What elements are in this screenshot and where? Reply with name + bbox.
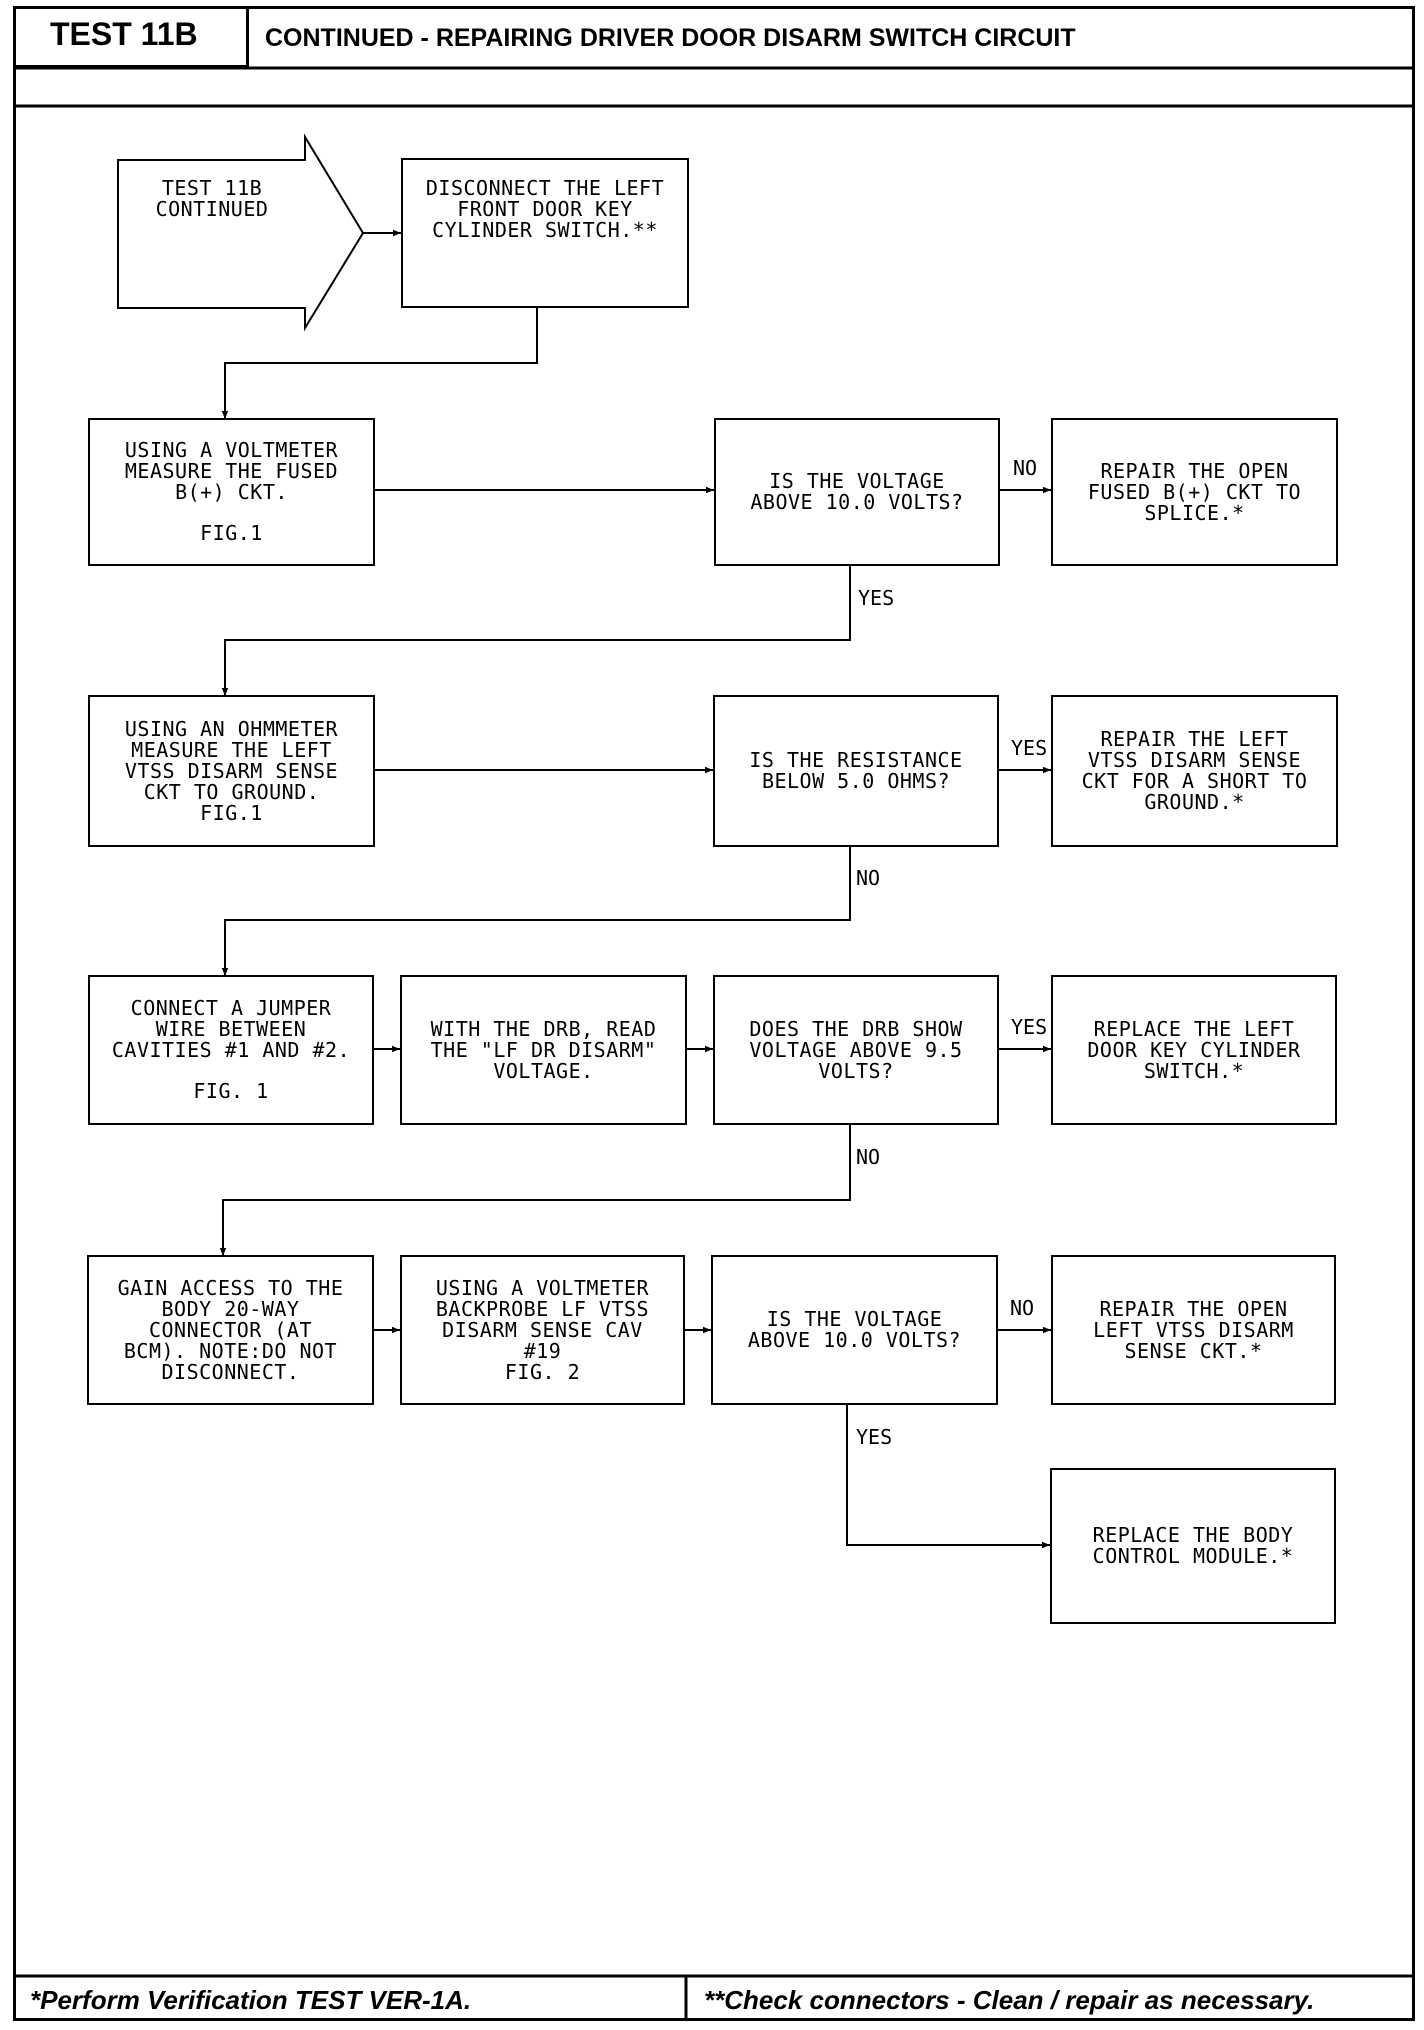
step-line: USING AN OHMMETER bbox=[124, 716, 339, 741]
step-line: WIRE BETWEEN bbox=[155, 1017, 307, 1041]
step-line: DOES THE DRB SHOW bbox=[749, 1016, 963, 1041]
step-replace-bcm: REPLACE THE BODY CONTROL MODULE.* bbox=[1050, 1468, 1336, 1624]
step-line: ABOVE 10.0 VOLTS? bbox=[750, 490, 964, 514]
label-yes: YES bbox=[1011, 736, 1048, 760]
step-line: MEASURE THE FUSED bbox=[124, 459, 339, 483]
test-id: TEST 11B bbox=[50, 16, 198, 52]
step-line: VTSS DISARM SENSE bbox=[1087, 748, 1302, 772]
step-line: #19 bbox=[523, 1338, 562, 1363]
step-measure-fused-ckt: USING A VOLTMETER MEASURE THE FUSED B(+)… bbox=[88, 418, 375, 566]
step-line: IS THE RESISTANCE bbox=[749, 748, 963, 772]
step-line: USING A VOLTMETER bbox=[435, 1275, 650, 1300]
step-line: DISCONNECT THE LEFT bbox=[425, 176, 665, 200]
step-line: B(+) CKT. bbox=[175, 480, 288, 504]
label-no: NO bbox=[856, 1145, 881, 1169]
step-line: USING A VOLTMETER bbox=[124, 438, 339, 462]
label-yes: YES bbox=[858, 586, 895, 610]
start-arrow: TEST 11B CONTINUED bbox=[120, 162, 304, 306]
step-line: SWITCH.* bbox=[1143, 1058, 1245, 1083]
step-line: VOLTAGE. bbox=[493, 1058, 594, 1083]
footer-connector-note: **Check connectors - Clean / repair as n… bbox=[704, 1985, 1315, 2015]
step-line: CAVITIES #1 AND #2. bbox=[111, 1038, 351, 1062]
step-line: GROUND.* bbox=[1144, 790, 1245, 814]
step-line: REPAIR THE OPEN bbox=[1100, 458, 1289, 483]
step-drb-read-voltage: WITH THE DRB, READ THE "LF DR DISARM" VO… bbox=[400, 975, 687, 1125]
step-line: VOLTS? bbox=[818, 1058, 894, 1083]
test-id-box bbox=[13, 6, 249, 68]
label-no: NO bbox=[856, 866, 881, 890]
step-repair-fused-ckt: REPAIR THE OPEN FUSED B(+) CKT TO SPLICE… bbox=[1051, 418, 1338, 566]
step-line: THE "LF DR DISARM" bbox=[430, 1037, 657, 1062]
step-line: FUSED B(+) CKT TO bbox=[1087, 479, 1302, 504]
start-line-1: TEST 11B bbox=[161, 176, 263, 200]
decision-drb-above-9-5: DOES THE DRB SHOW VOLTAGE ABOVE 9.5 VOLT… bbox=[713, 975, 999, 1125]
step-line: SPLICE.* bbox=[1144, 500, 1245, 525]
step-line: CONNECT A JUMPER bbox=[130, 996, 332, 1020]
step-line: FIG. 2 bbox=[504, 1359, 581, 1384]
step-line: CONTROL MODULE.* bbox=[1092, 1544, 1294, 1568]
step-line: BODY 20-WAY bbox=[161, 1296, 300, 1321]
step-line: REPLACE THE LEFT bbox=[1093, 1016, 1295, 1041]
step-line: IS THE VOLTAGE bbox=[769, 469, 945, 493]
step-line: CONNECTOR (AT bbox=[148, 1317, 313, 1342]
step-line: CKT FOR A SHORT TO bbox=[1081, 769, 1308, 793]
step-line: DISCONNECT. bbox=[161, 1359, 300, 1384]
step-line: VOLTAGE ABOVE 9.5 bbox=[749, 1037, 963, 1062]
step-line: SENSE CKT.* bbox=[1124, 1338, 1263, 1363]
start-line-2: CONTINUED bbox=[155, 197, 269, 221]
step-line: DISARM SENSE CAV bbox=[442, 1317, 643, 1342]
label-yes: YES bbox=[856, 1425, 893, 1449]
step-line: BCM). NOTE:DO NOT bbox=[123, 1338, 338, 1363]
step-line: DOOR KEY CYLINDER bbox=[1087, 1037, 1301, 1062]
step-line: WITH THE DRB, READ bbox=[430, 1016, 657, 1041]
step-replace-switch: REPLACE THE LEFT DOOR KEY CYLINDER SWITC… bbox=[1051, 975, 1337, 1125]
step-repair-sense-ckt: REPAIR THE OPEN LEFT VTSS DISARM SENSE C… bbox=[1051, 1255, 1336, 1405]
step-connect-jumper: CONNECT A JUMPER WIRE BETWEEN CAVITIES #… bbox=[88, 975, 374, 1125]
step-backprobe-sense: USING A VOLTMETER BACKPROBE LF VTSS DISA… bbox=[400, 1255, 685, 1405]
step-line: BELOW 5.0 OHMS? bbox=[761, 769, 951, 793]
step-line: BACKPROBE LF VTSS bbox=[435, 1296, 650, 1321]
step-line: MEASURE THE LEFT bbox=[131, 737, 332, 762]
label-no: NO bbox=[1013, 456, 1038, 480]
step-line: REPAIR THE OPEN bbox=[1099, 1296, 1288, 1321]
step-line: FIG.1 bbox=[200, 800, 263, 825]
decision-resistance-below-5: IS THE RESISTANCE BELOW 5.0 OHMS? bbox=[713, 695, 999, 847]
label-no: NO bbox=[1010, 1296, 1035, 1320]
step-line: REPLACE THE BODY bbox=[1092, 1523, 1294, 1547]
step-line: IS THE VOLTAGE bbox=[766, 1307, 943, 1331]
step-disconnect-switch: DISCONNECT THE LEFT FRONT DOOR KEY CYLIN… bbox=[401, 158, 689, 308]
step-line: GAIN ACCESS TO THE bbox=[117, 1275, 344, 1300]
step-line: ABOVE 10.0 VOLTS? bbox=[747, 1328, 962, 1352]
footer-verification-note: *Perform Verification TEST VER-1A. bbox=[30, 1985, 472, 2015]
decision-voltage-above-10-b: IS THE VOLTAGE ABOVE 10.0 VOLTS? bbox=[711, 1255, 998, 1405]
step-line: LEFT VTSS DISARM bbox=[1093, 1317, 1294, 1342]
step-ohmmeter-measure: USING AN OHMMETER MEASURE THE LEFT VTSS … bbox=[88, 695, 375, 847]
step-line: FRONT DOOR KEY bbox=[457, 197, 633, 221]
decision-voltage-above-10: IS THE VOLTAGE ABOVE 10.0 VOLTS? bbox=[714, 418, 1000, 566]
label-yes: YES bbox=[1011, 1015, 1048, 1039]
step-line: REPAIR THE LEFT bbox=[1100, 727, 1289, 751]
step-line: FIG.1 bbox=[200, 521, 263, 545]
page-title: CONTINUED - REPAIRING DRIVER DOOR DISARM… bbox=[265, 24, 1076, 52]
step-gain-access-connector: GAIN ACCESS TO THE BODY 20-WAY CONNECTOR… bbox=[87, 1255, 374, 1405]
step-line: FIG. 1 bbox=[193, 1079, 269, 1103]
step-line: CYLINDER SWITCH.** bbox=[432, 218, 658, 242]
step-line: VTSS DISARM SENSE bbox=[124, 758, 339, 783]
start-arrow-shape bbox=[117, 133, 365, 332]
step-repair-short: REPAIR THE LEFT VTSS DISARM SENSE CKT FO… bbox=[1051, 695, 1338, 847]
step-line: CKT TO GROUND. bbox=[143, 779, 320, 804]
